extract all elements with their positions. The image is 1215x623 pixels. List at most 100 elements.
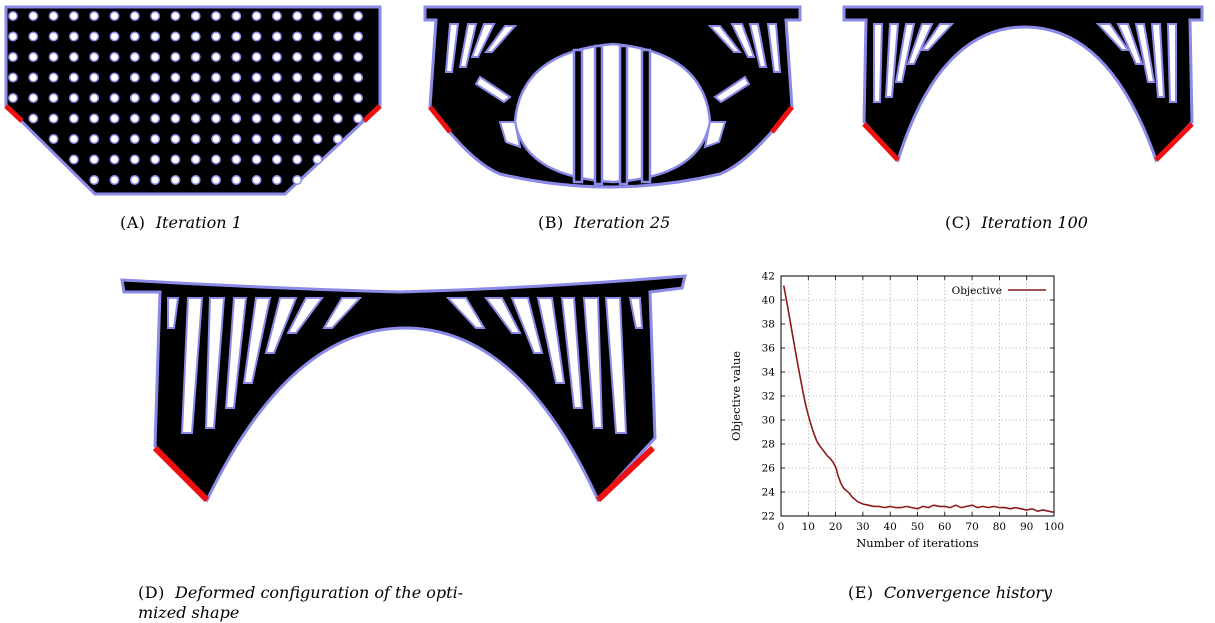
hole xyxy=(28,31,39,42)
side-voids xyxy=(444,23,782,149)
caption-b-label: (B) xyxy=(538,213,564,232)
hole xyxy=(129,31,140,42)
x-tick-label: 30 xyxy=(856,521,869,533)
hole xyxy=(312,11,323,21)
hole xyxy=(48,52,59,62)
hole xyxy=(68,113,79,124)
hole xyxy=(271,52,282,62)
hole xyxy=(251,11,262,21)
hole xyxy=(129,93,140,103)
y-tick-label: 30 xyxy=(762,415,775,427)
panel-a-iteration-1 xyxy=(0,2,385,198)
hole xyxy=(231,72,242,83)
hole xyxy=(251,52,262,62)
hole xyxy=(170,113,181,124)
hole xyxy=(211,93,221,103)
hole xyxy=(292,72,303,83)
hole xyxy=(48,11,59,21)
x-tick-label: 50 xyxy=(911,521,924,533)
hole xyxy=(231,11,242,21)
hole xyxy=(211,31,221,42)
hole xyxy=(190,11,201,21)
side-voids xyxy=(167,297,644,434)
caption-d-text-2: mized shape xyxy=(138,603,240,622)
hole xyxy=(129,11,140,21)
hole xyxy=(170,11,181,21)
hole xyxy=(170,154,181,165)
hole xyxy=(292,175,303,185)
hole xyxy=(190,52,201,62)
hole xyxy=(109,31,120,42)
hole xyxy=(312,134,323,144)
hole xyxy=(150,72,161,83)
y-tick-label: 38 xyxy=(762,319,775,331)
hole xyxy=(231,113,242,124)
panel-b-shape xyxy=(423,5,802,189)
hole xyxy=(332,113,343,124)
hole xyxy=(312,113,323,124)
hole xyxy=(89,175,100,185)
hole xyxy=(190,93,201,103)
hole xyxy=(28,52,39,62)
hole xyxy=(28,72,39,83)
panel-d-shape xyxy=(120,274,687,503)
hole xyxy=(292,154,303,165)
hole xyxy=(312,72,323,83)
y-tick-label: 34 xyxy=(762,367,776,379)
caption-d-label: (D) xyxy=(138,583,165,602)
y-axis-label: Objective value xyxy=(729,351,743,441)
caption-b: (B) Iteration 25 xyxy=(538,213,670,233)
panel-a-shape xyxy=(4,5,382,196)
panel-c-shape xyxy=(842,5,1204,163)
hole xyxy=(170,134,181,144)
support-left xyxy=(4,104,24,123)
y-tick-label: 22 xyxy=(762,511,775,523)
caption-a: (A) Iteration 1 xyxy=(120,213,242,233)
caption-e-text: Convergence history xyxy=(883,583,1053,602)
caption-a-label: (A) xyxy=(120,213,146,232)
hole xyxy=(332,93,343,103)
x-tick-label: 70 xyxy=(965,521,978,533)
hole xyxy=(170,52,181,62)
hole xyxy=(8,72,18,83)
hole xyxy=(68,52,79,62)
support-right xyxy=(362,104,382,123)
x-tick-label: 60 xyxy=(938,521,951,533)
hole xyxy=(129,72,140,83)
y-tick-label: 36 xyxy=(762,343,776,355)
hole xyxy=(211,11,221,21)
hole xyxy=(271,72,282,83)
hole xyxy=(353,72,364,83)
hole xyxy=(190,72,201,83)
x-tick-label: 80 xyxy=(993,521,1006,533)
hole xyxy=(89,11,100,21)
hole xyxy=(271,134,282,144)
hole xyxy=(271,11,282,21)
caption-a-text: Iteration 1 xyxy=(155,213,242,232)
hole xyxy=(170,72,181,83)
caption-c: (C) Iteration 100 xyxy=(945,213,1088,233)
hole xyxy=(109,93,120,103)
hole xyxy=(312,93,323,103)
hole xyxy=(211,52,221,62)
y-tick-label: 40 xyxy=(762,295,775,307)
hole xyxy=(231,93,242,103)
hole xyxy=(292,113,303,124)
support-right xyxy=(770,105,794,134)
hole xyxy=(190,154,201,165)
hole xyxy=(68,154,79,165)
support-left xyxy=(152,445,210,503)
y-tick-label: 24 xyxy=(762,487,776,499)
hole xyxy=(251,31,262,42)
hole xyxy=(251,175,262,185)
hole xyxy=(170,31,181,42)
hole xyxy=(231,154,242,165)
hole xyxy=(231,31,242,42)
hole xyxy=(211,134,221,144)
x-tick-label: 20 xyxy=(829,521,842,533)
hole xyxy=(332,52,343,62)
hole xyxy=(292,31,303,42)
hole xyxy=(109,72,120,83)
y-tick-label: 32 xyxy=(762,391,775,403)
